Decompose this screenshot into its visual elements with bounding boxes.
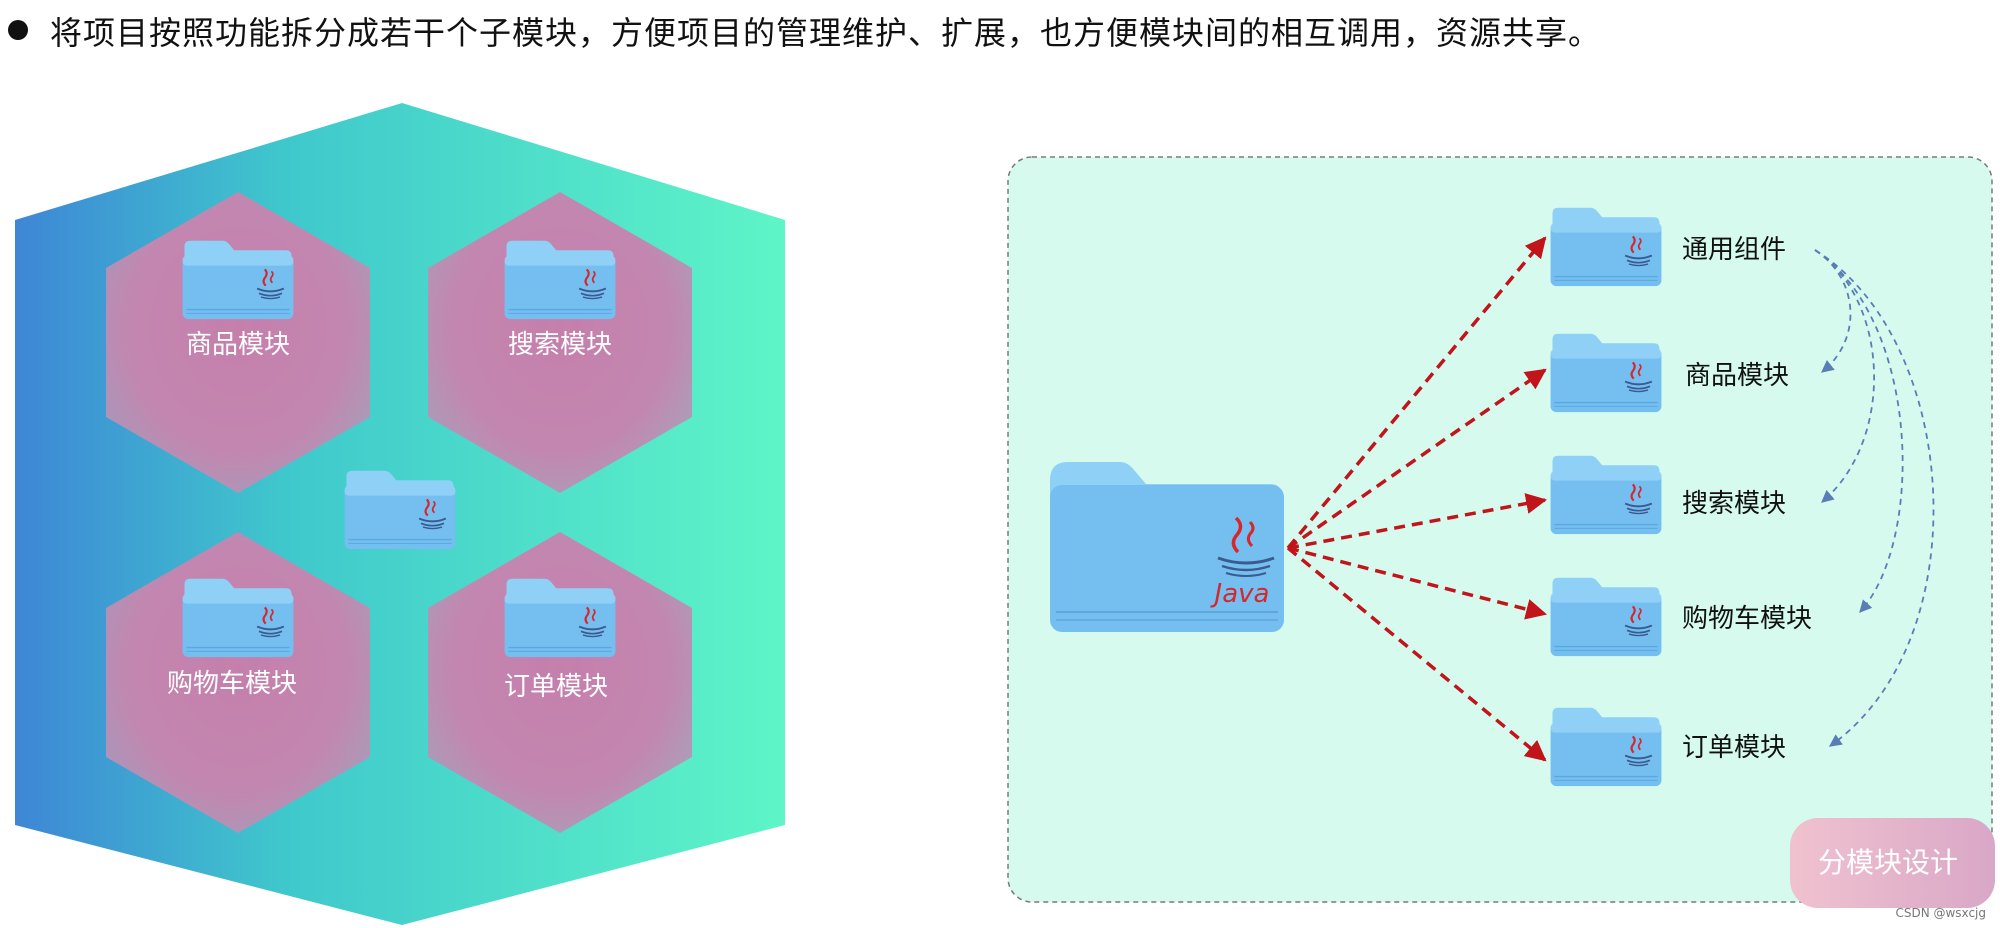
arrow-to-module-2 — [1287, 368, 1547, 550]
module-folder-icon — [1549, 706, 1663, 788]
arrow-to-module-4 — [1287, 546, 1548, 620]
module-label: 订单模块 — [504, 672, 608, 702]
module-label: 通用组件 — [1682, 235, 1786, 265]
right-module-diagram: Java 通用组件 商品模块 搜索模块 购物车模块 订单模块 分模块设计 — [1007, 156, 1995, 908]
folder-java-icon — [181, 577, 295, 659]
module-folder-icon — [1549, 454, 1663, 536]
module-label: 购物车模块 — [1682, 604, 1812, 634]
module-label: 商品模块 — [186, 330, 290, 360]
left-module-diagram: 商品模块 搜索模块 购物车模块 订单模块 — [15, 103, 785, 925]
dependency-arrow-3 — [1814, 249, 1904, 613]
module-folder-icon — [1549, 332, 1663, 414]
common-component-dependency-arrows — [1814, 249, 1935, 747]
root-to-module-arrows — [1286, 236, 1548, 762]
folder-java-icon — [503, 239, 617, 321]
arrow-to-module-3 — [1287, 493, 1548, 550]
root-project-folder: Java — [1050, 462, 1284, 632]
module-label: 商品模块 — [1685, 361, 1789, 391]
arrow-to-module-5 — [1286, 546, 1547, 762]
module-label: 购物车模块 — [167, 669, 297, 699]
java-logo-text: Java — [1210, 579, 1270, 609]
module-hexagon-1: 商品模块 — [106, 192, 370, 493]
module-folder-icon — [1549, 576, 1663, 658]
badge-label: 分模块设计 — [1818, 846, 1958, 879]
java-logo-icon — [1217, 516, 1275, 577]
folder-java-icon — [503, 577, 617, 659]
folder-java-icon — [181, 239, 295, 321]
dependency-arrow-1 — [1814, 249, 1852, 373]
module-label: 搜索模块 — [508, 330, 612, 360]
center-folder-java-icon — [343, 469, 457, 551]
diagram-panel — [1007, 156, 1993, 903]
arrow-to-module-1 — [1286, 236, 1547, 550]
watermark-text: CSDN @wsxcjg — [1895, 906, 1986, 920]
module-folder-icon — [1549, 206, 1663, 288]
header: 将项目按照功能拆分成若干个子模块，方便项目的管理维护、扩展，也方便模块间的相互调… — [0, 0, 2000, 60]
bullet-icon — [8, 20, 28, 40]
module-hexagon-3: 购物车模块 — [106, 532, 370, 833]
bullet-text: 将项目按照功能拆分成若干个子模块，方便项目的管理维护、扩展，也方便模块间的相互调… — [50, 14, 1602, 52]
module-label: 订单模块 — [1682, 733, 1786, 763]
module-design-badge: 分模块设计 — [1790, 818, 1995, 908]
module-label: 搜索模块 — [1682, 489, 1786, 519]
dependency-arrow-2 — [1814, 249, 1875, 503]
module-hexagon-2: 搜索模块 — [428, 192, 692, 493]
dependency-arrow-4 — [1814, 249, 1935, 747]
module-hexagon-4: 订单模块 — [428, 532, 692, 833]
